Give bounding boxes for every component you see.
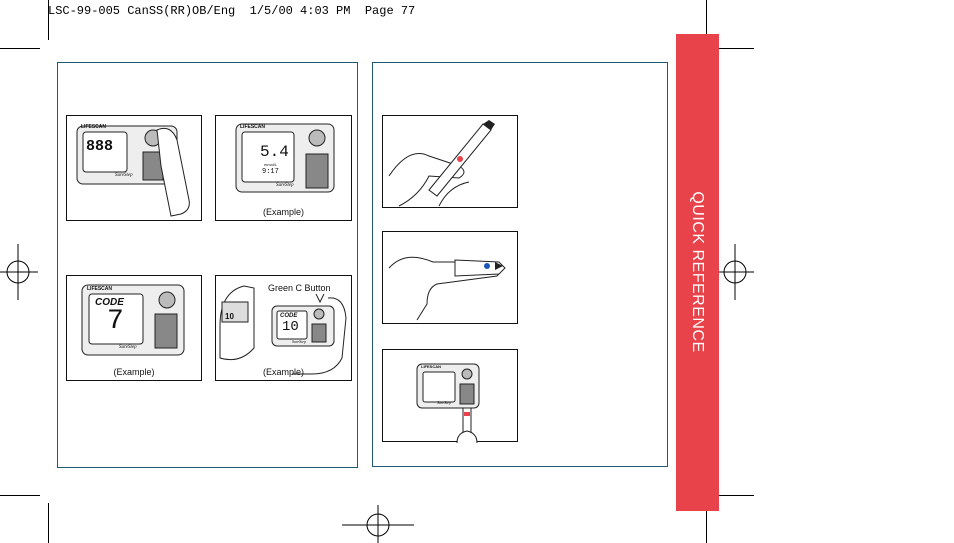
- meter-display-digits: 888: [86, 138, 114, 155]
- meter-reading-unit: mmol/L: [264, 162, 278, 167]
- registration-mark-left: [0, 244, 38, 300]
- meter-product-name: SureStep: [292, 339, 307, 344]
- figure-blood-drop: [382, 231, 518, 324]
- slug-line: LSC-99-005 CanSS(RR)OB/Eng 1/5/00 4:03 P…: [48, 4, 416, 18]
- left-panel: LIFESCAN 888 SureStep LIFESCAN 5.4 mmol/…: [57, 62, 358, 468]
- meter-code-label: CODE: [280, 313, 298, 319]
- crop-mark: [706, 503, 707, 543]
- meter-reading-value: 5.4: [260, 143, 289, 161]
- green-c-button-callout: Green C Button: [268, 283, 331, 293]
- meter-reading-time: 9:17: [262, 168, 279, 176]
- meter-brand: LIFESCAN: [81, 124, 106, 130]
- crop-mark: [706, 0, 707, 40]
- code-strip-number: 10: [225, 312, 234, 321]
- blood-drop-finger-icon: [388, 256, 506, 321]
- meter-illustration: [81, 284, 185, 356]
- meter-strip-illustration: [416, 363, 480, 443]
- figure-caption: (Example): [262, 367, 304, 377]
- meter-illustration: [235, 123, 335, 193]
- crop-mark: [48, 0, 49, 40]
- meter-brand: LIFESCAN: [421, 364, 441, 369]
- figure-caption: (Example): [113, 367, 155, 377]
- figure-caption: (Example): [262, 207, 304, 217]
- crop-mark: [714, 495, 754, 496]
- figure-meter-reading: LIFESCAN 5.4 mmol/L 9:17 SureStep (Examp…: [215, 115, 352, 221]
- meter-brand: LIFESCAN: [87, 286, 112, 292]
- meter-brand: LIFESCAN: [240, 124, 265, 130]
- registration-mark-bottom: [342, 505, 414, 543]
- meter-product-name: SureStep: [115, 173, 133, 178]
- crop-mark: [714, 48, 754, 49]
- figure-apply-strip: LIFESCAN SureStep: [382, 349, 518, 443]
- figure-lancing-finger: [382, 115, 518, 208]
- registration-mark-right: [718, 244, 754, 300]
- hands-meter-illustration: [219, 285, 347, 375]
- figure-meter-power-on: LIFESCAN 888 SureStep: [66, 115, 202, 221]
- figure-meter-code: LIFESCAN CODE 7 SureStep (Example): [66, 275, 202, 381]
- figure-meter-code-button: Green C Button 10 CODE 10 SureStep (Exam…: [215, 275, 352, 381]
- crop-mark: [0, 48, 40, 49]
- meter-illustration: [76, 125, 190, 217]
- crop-mark: [48, 503, 49, 543]
- quick-reference-label: QUICK REFERENCE: [689, 191, 706, 353]
- meter-code-value: 7: [107, 306, 124, 337]
- meter-product-name: SureStep: [437, 400, 452, 405]
- meter-product-name: SureStep: [276, 183, 294, 188]
- quick-reference-tab: QUICK REFERENCE: [676, 34, 719, 511]
- meter-code-label: CODE: [95, 297, 124, 308]
- lancet-finger-icon: [388, 120, 495, 207]
- meter-product-name: SureStep: [119, 345, 137, 350]
- crop-mark: [0, 495, 40, 496]
- right-panel: LIFESCAN SureStep: [372, 62, 668, 467]
- meter-code-value: 10: [282, 319, 299, 335]
